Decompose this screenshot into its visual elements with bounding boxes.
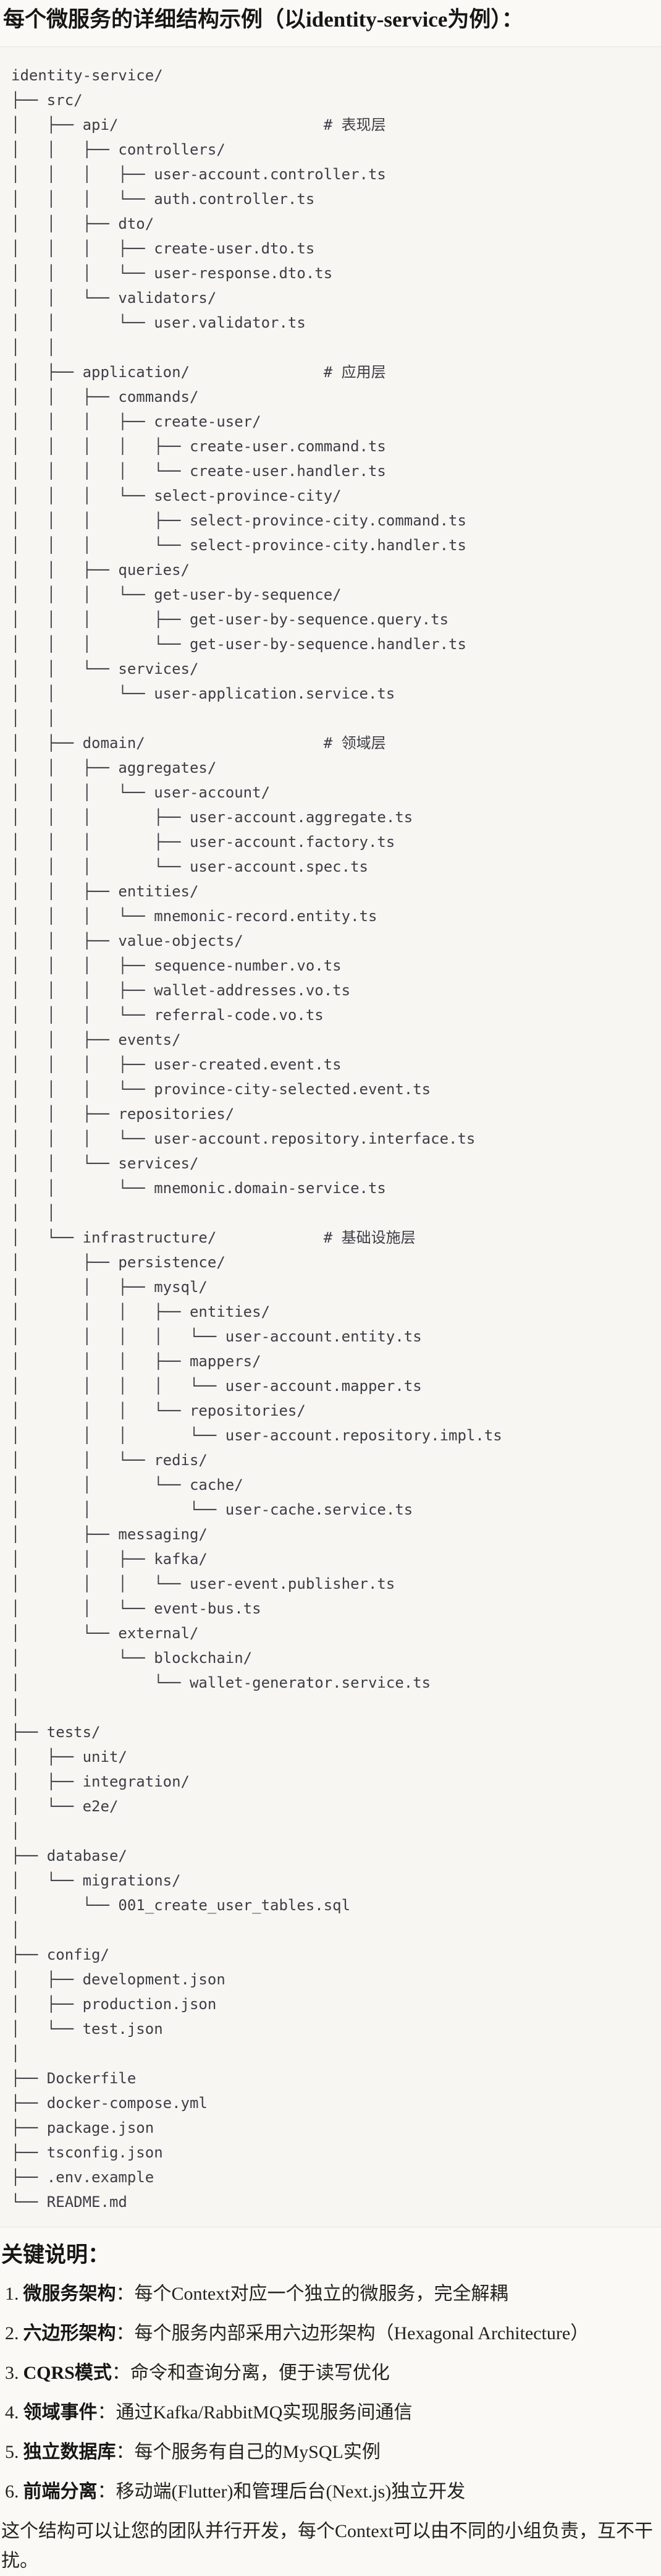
note-number: 1. [5, 2284, 19, 2304]
note-item: 4.领域事件：通过Kafka/RabbitMQ实现服务间通信 [5, 2398, 661, 2428]
note-number: 6. [5, 2481, 19, 2502]
note-item: 5.独立数据库：每个服务有自己的MySQL实例 [5, 2438, 661, 2467]
note-number: 5. [5, 2442, 19, 2462]
note-label: 六边形架构 [23, 2323, 116, 2344]
note-number: 2. [5, 2323, 19, 2344]
note-number: 4. [5, 2402, 19, 2423]
note-item: 6.前端分离：移动端(Flutter)和管理后台(Next.js)独立开发 [5, 2477, 661, 2507]
note-label: CQRS模式 [23, 2363, 112, 2383]
note-label: 独立数据库 [23, 2442, 116, 2462]
note-text: ：每个服务有自己的MySQL实例 [116, 2442, 381, 2462]
note-text: ：移动端(Flutter)和管理后台(Next.js)独立开发 [97, 2481, 466, 2502]
code-block: identity-service/ ├── src/ │ ├── api/ # … [11, 67, 502, 2211]
note-number: 3. [5, 2363, 19, 2383]
note-item: 3.CQRS模式：命令和查询分离，便于读写优化 [5, 2358, 661, 2388]
note-label: 微服务架构 [23, 2284, 116, 2304]
note-text: ：通过Kafka/RabbitMQ实现服务间通信 [97, 2402, 413, 2423]
code-block-container: identity-service/ ├── src/ │ ├── api/ # … [0, 46, 661, 2227]
note-text: ：每个Context对应一个独立的微服务，完全解耦 [116, 2284, 508, 2304]
note-label: 领域事件 [23, 2402, 98, 2423]
note-label: 前端分离 [23, 2481, 98, 2502]
note-item: 2.六边形架构：每个服务内部采用六边形架构（Hexagonal Architec… [5, 2319, 661, 2349]
document-page: 每个微服务的详细结构示例（以identity-service为例）： ident… [0, 6, 661, 2571]
note-item: 1.微服务架构：每个Context对应一个独立的微服务，完全解耦 [5, 2279, 661, 2309]
notes-heading: 关键说明： [1, 2243, 110, 2267]
note-text: ：命令和查询分离，便于读写优化 [111, 2363, 390, 2383]
closing-paragraph: 这个结构可以让您的团队并行开发，每个Context可以由不同的小组负责，互不干扰… [1, 2521, 653, 2571]
page-title: 每个微服务的详细结构示例（以identity-service为例）： [3, 7, 523, 32]
note-text: ：每个服务内部采用六边形架构（Hexagonal Architecture） [116, 2323, 589, 2344]
